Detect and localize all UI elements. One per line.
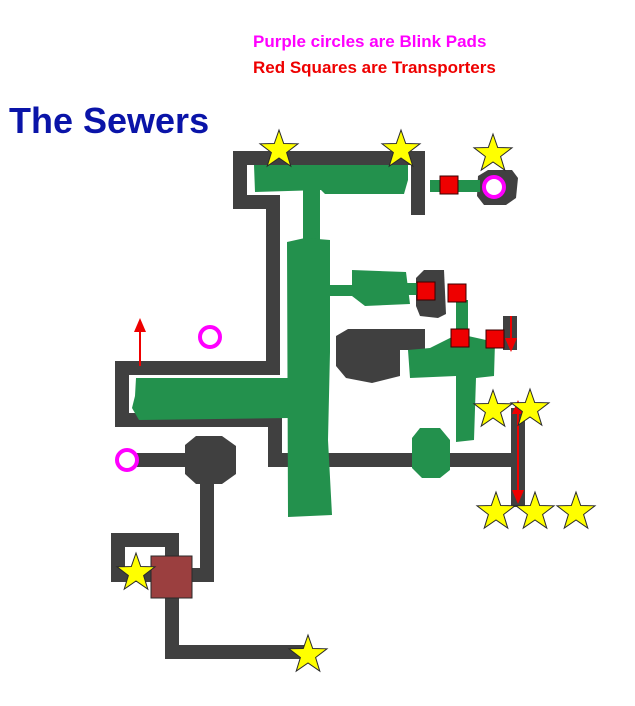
legend-blink-pads: Purple circles are Blink Pads <box>253 32 487 51</box>
room-main-vertical <box>287 238 332 517</box>
map-title: The Sewers <box>9 100 210 141</box>
blink-pad-icon <box>115 448 139 472</box>
room-mid-right <box>330 270 410 306</box>
room-round <box>412 428 450 478</box>
star-icon <box>476 491 516 529</box>
room-top <box>254 165 408 194</box>
blink-pad-icon <box>198 325 222 349</box>
blink-pad-icon <box>482 175 506 199</box>
star-icon <box>473 133 513 171</box>
brown-box <box>150 555 193 599</box>
room-right-cross <box>408 300 495 442</box>
pipe-top-loop <box>115 151 525 467</box>
arrows <box>134 316 524 504</box>
hub-center <box>185 436 236 484</box>
star-icon <box>556 491 596 529</box>
blink-pads <box>115 175 506 472</box>
transporter-icon <box>439 175 459 195</box>
room-top-neck <box>303 190 320 244</box>
star-icon <box>473 389 513 427</box>
legend-transporters: Red Squares are Transporters <box>253 58 496 77</box>
pipe-lower-left <box>111 453 312 659</box>
transporter-icon <box>485 329 505 349</box>
transporter-icon <box>447 283 467 303</box>
hub-room-middle <box>336 329 425 383</box>
star-icon <box>288 634 328 672</box>
transporter-icon <box>416 281 436 301</box>
direction-arrow-icon <box>505 316 517 352</box>
direction-arrow-icon <box>134 318 146 366</box>
room-left-wing <box>132 378 289 420</box>
transporters <box>416 175 505 349</box>
transporter-icon <box>450 328 470 348</box>
